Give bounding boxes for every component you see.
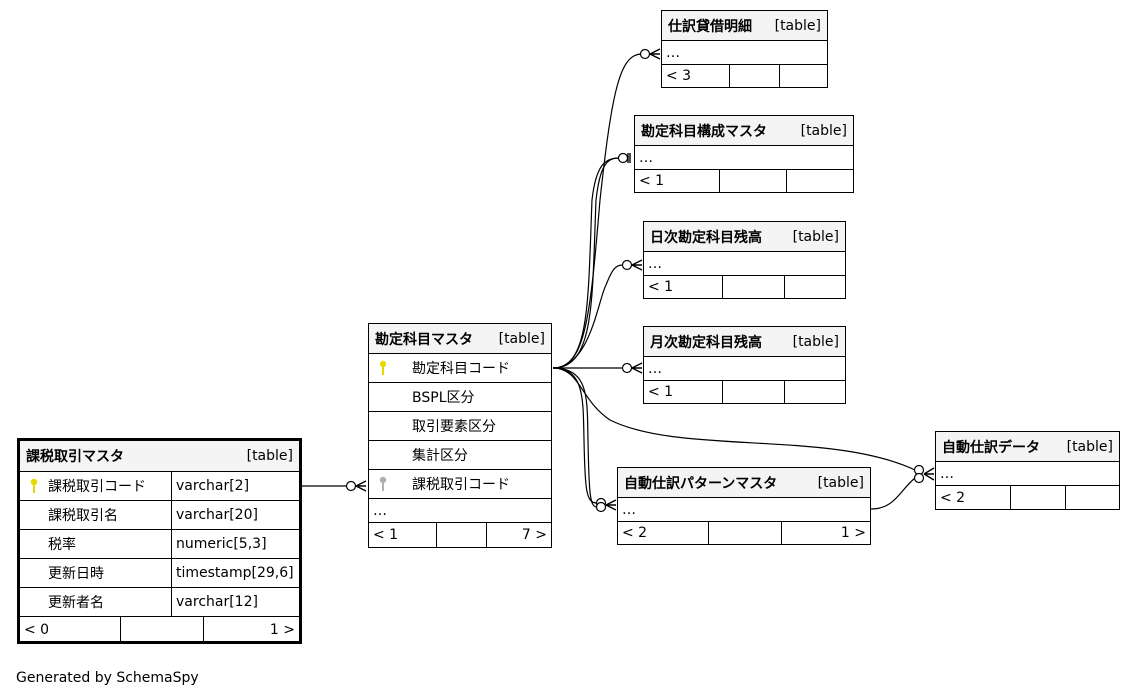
table-type: [table] [800,122,847,139]
column-type: varchar[12] [171,588,299,616]
table-footer: < 1 [635,170,853,192]
column-name: 課税取引コード [412,477,510,493]
generated-by-footer: Generated by SchemaSpy [16,670,199,686]
more-columns: … [662,41,827,65]
table-tax-transaction-master[interactable]: 課税取引マスタ [table] 課税取引コード varchar[2] 課税取引名… [17,438,302,644]
table-header: 日次勘定科目残高 [table] [644,222,845,252]
table-daily-account-balance[interactable]: 日次勘定科目残高 [table] … < 1 [643,221,846,299]
edge-account-pattern-1 [552,367,598,504]
primary-key-icon [20,472,48,500]
table-type: [table] [774,17,821,34]
table-account-master[interactable]: 勘定科目マスタ [table] 勘定科目コード BSPL区分 取引要素区分 集計… [368,323,552,548]
table-footer: < 3 [662,65,827,87]
column-name: 税率 [48,537,76,553]
column-row: 課税取引コード varchar[2] [20,472,299,501]
table-type: [table] [498,330,545,347]
table-footer: < 2 [936,486,1119,509]
table-footer: < 2 1 > [618,522,870,544]
parent-count: < 2 [940,489,966,506]
table-type: [table] [1066,438,1113,455]
table-name: 勘定科目マスタ [375,331,473,348]
table-name: 月次勘定科目残高 [650,334,762,351]
more-columns: … [644,357,845,381]
table-header: 自動仕訳データ [table] [936,432,1119,462]
column-type: numeric[5,3] [171,530,299,558]
parent-count: < 2 [622,525,648,541]
column-row: 集計区分 [369,441,551,470]
table-type: [table] [792,333,839,350]
table-name: 課税取引マスタ [26,449,124,465]
more-columns: … [635,146,853,170]
more-columns: … [936,462,1119,486]
edge-pattern-autodata [870,477,916,510]
child-count: 7 > [486,523,551,547]
column-row: 税率 numeric[5,3] [20,530,299,559]
primary-key-icon [369,354,397,382]
more-columns: … [644,252,845,276]
table-account-structure-master[interactable]: 勘定科目構成マスタ [table] … < 1 [634,115,854,193]
edge-account-struct-2 [552,157,620,369]
foreign-key-icon [369,470,397,498]
table-header: 月次勘定科目残高 [table] [644,327,845,357]
table-footer: < 1 7 > [369,523,551,547]
table-footer: < 0 1 > [20,617,299,643]
column-name: 更新者名 [48,595,104,611]
parent-count: < 0 [24,622,50,638]
column-row: BSPL区分 [369,383,551,412]
column-row: 取引要素区分 [369,412,551,441]
table-journal-detail[interactable]: 仕訳貸借明細 [table] … < 3 [661,10,828,88]
table-footer: < 1 [644,276,845,298]
column-name: 課税取引名 [48,508,118,524]
table-header: 課税取引マスタ [table] [20,441,299,472]
table-name: 自動仕訳データ [942,439,1040,456]
column-type: timestamp[29,6] [171,559,299,587]
table-monthly-account-balance[interactable]: 月次勘定科目残高 [table] … < 1 [643,326,846,404]
table-name: 日次勘定科目残高 [650,229,762,246]
column-name: 課税取引コード [48,479,146,495]
parent-count: < 1 [648,279,674,295]
table-header: 仕訳貸借明細 [table] [662,11,827,41]
column-row: 課税取引名 varchar[20] [20,501,299,530]
column-type: varchar[2] [171,472,299,500]
table-type: [table] [817,474,864,491]
column-row: 更新者名 varchar[12] [20,588,299,617]
more-columns: … [618,498,870,522]
table-header: 自動仕訳パターンマスタ [table] [618,468,870,498]
column-row: 勘定科目コード [369,354,551,383]
table-name: 自動仕訳パターンマスタ [624,475,778,492]
child-count: 1 > [781,522,870,544]
table-auto-journal-data[interactable]: 自動仕訳データ [table] … < 2 [935,431,1120,510]
table-header: 勘定科目構成マスタ [table] [635,116,853,146]
table-auto-journal-pattern-master[interactable]: 自動仕訳パターンマスタ [table] … < 2 1 > [617,467,871,545]
table-header: 勘定科目マスタ [table] [369,324,551,354]
column-name: 取引要素区分 [412,419,496,435]
more-columns: … [369,499,551,523]
parent-count: < 1 [373,527,399,543]
column-name: 更新日時 [48,566,104,582]
edge-account-daily [552,264,624,369]
column-row: 更新日時 timestamp[29,6] [20,559,299,588]
column-type: varchar[20] [171,501,299,529]
edge-account-autodata [552,367,916,471]
column-name: 集計区分 [412,448,468,464]
parent-count: < 1 [648,384,674,400]
parent-count: < 3 [666,68,692,84]
table-type: [table] [246,448,293,464]
child-count: 1 > [203,617,299,643]
parent-count: < 1 [639,173,665,189]
table-name: 勘定科目構成マスタ [641,123,767,140]
table-type: [table] [792,228,839,245]
column-row: 課税取引コード [369,470,551,499]
table-name: 仕訳貸借明細 [668,18,752,35]
table-footer: < 1 [644,381,845,403]
edge-account-pattern-2 [552,367,598,508]
column-name: 勘定科目コード [412,361,510,377]
edge-account-struct-1 [552,157,620,369]
column-name: BSPL区分 [412,390,475,406]
edge-account-journal-detail [552,53,642,369]
